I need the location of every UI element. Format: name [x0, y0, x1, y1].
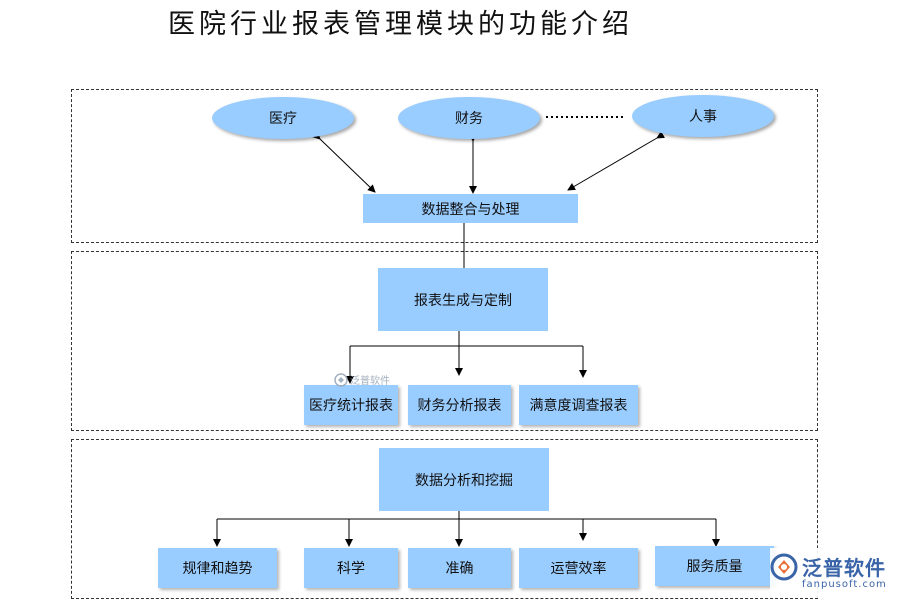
brand-logo-icon	[770, 553, 798, 580]
node-outcome-science: 科学	[304, 548, 398, 588]
watermark-icon	[334, 372, 348, 387]
page-title: 医院行业报表管理模块的功能介绍	[168, 9, 633, 40]
node-analysis: 数据分析和挖掘	[379, 448, 549, 511]
brand-logo-name: 泛普软件	[802, 556, 886, 580]
node-report-finance: 财务分析报表	[408, 385, 511, 425]
panel-data-analysis	[71, 439, 818, 599]
arrow-medical-integration	[312, 131, 376, 193]
watermark: 泛普软件	[334, 372, 390, 387]
node-outcome-accuracy: 准确	[408, 548, 511, 588]
node-medical: 医疗	[212, 97, 354, 139]
node-integration: 数据整合与处理	[363, 194, 578, 223]
panel-report-generation	[71, 251, 818, 431]
node-report-medical: 医疗统计报表	[304, 385, 398, 425]
watermark-text: 泛普软件	[350, 376, 390, 387]
brand-logo: 泛普软件 fanpusoft.com	[770, 548, 898, 598]
node-report-satisfaction: 满意度调查报表	[519, 385, 638, 425]
node-outcome-trends: 规律和趋势	[158, 548, 277, 588]
node-hr: 人事	[632, 95, 774, 137]
node-report-generation: 报表生成与定制	[378, 268, 548, 331]
panel-data-sources	[71, 89, 818, 243]
brand-logo-url: fanpusoft.com	[802, 579, 887, 590]
node-outcome-quality: 服务质量	[655, 546, 774, 586]
arrow-hr-integration	[567, 131, 666, 191]
node-outcome-efficiency: 运营效率	[519, 548, 638, 588]
node-finance: 财务	[398, 97, 540, 139]
